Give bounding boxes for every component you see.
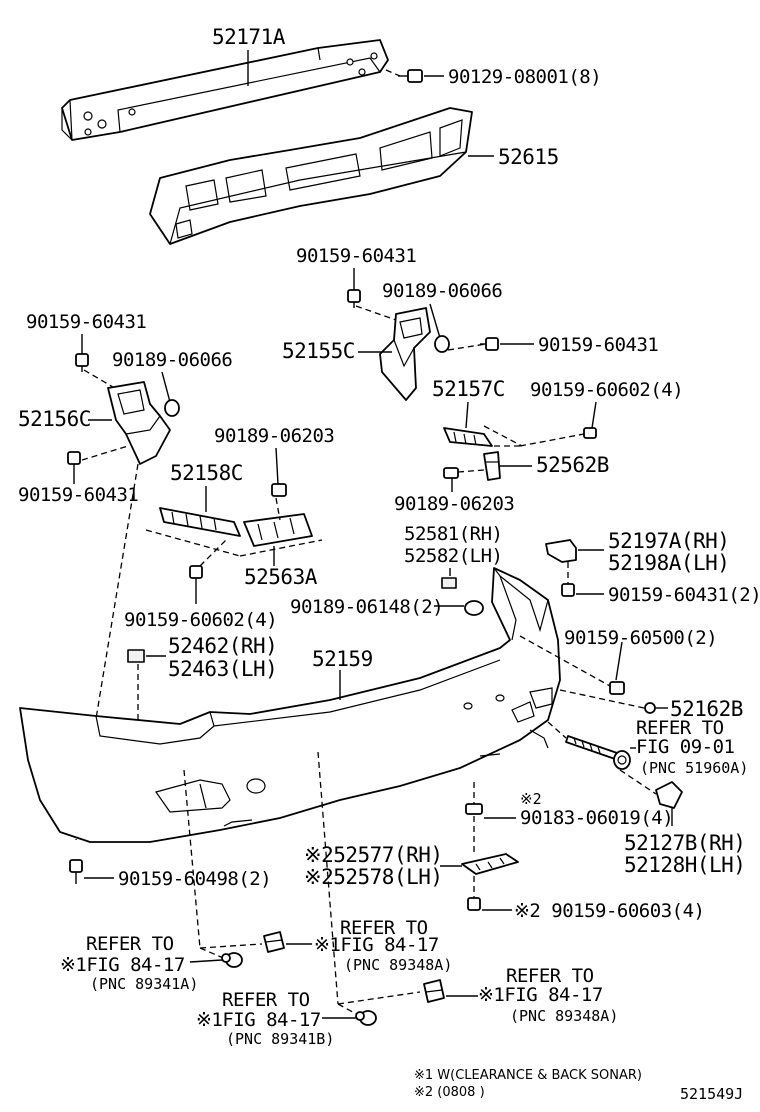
label-52581: 52581(RH) — [404, 523, 502, 545]
label-52577: ※252577(RH) — [304, 843, 443, 867]
label-52155C: 52155C — [282, 339, 355, 363]
ref4-line3: (PNC 89348A) — [510, 1007, 618, 1025]
bolt-90159-60431-left-bottom[interactable] — [67, 451, 81, 472]
ref2-line2[interactable]: ※1FIG 84-17 — [314, 934, 439, 956]
nut-90189-06066-left[interactable] — [164, 399, 180, 417]
bolt-90159-60431-2[interactable] — [561, 583, 575, 597]
label-52562B: 52562B — [536, 453, 609, 477]
ref4-line2[interactable]: ※1FIG 84-17 — [478, 984, 603, 1006]
towing-eye[interactable] — [565, 735, 631, 770]
ref3-line3: (PNC 89341B) — [226, 1030, 334, 1048]
retainer-52562B[interactable] — [483, 451, 501, 481]
label-90129-08001: 90129-08001(8) — [448, 66, 601, 88]
bumper-bracket-52155C[interactable] — [379, 307, 431, 401]
nut-90189-06066-top[interactable] — [434, 335, 450, 353]
ref1-line3: (PNC 89341A) — [90, 975, 198, 993]
bolt-90159-60498[interactable] — [69, 859, 83, 884]
label-52462: 52462(RH) — [168, 634, 277, 658]
label-52578: ※252578(LH) — [304, 865, 443, 889]
nut-90189-06148[interactable] — [464, 600, 484, 616]
ref2-line3: (PNC 89348A) — [344, 956, 452, 974]
bolt-90159-60431-left-top[interactable] — [75, 353, 89, 372]
clip-90189-06203-left[interactable] — [271, 483, 287, 497]
bolt-90159-60431-top[interactable] — [347, 289, 361, 308]
label-52157C: 52157C — [432, 377, 505, 401]
label-90159-60602-right: 90159-60602(4) — [530, 379, 683, 401]
sonar-retainer-center[interactable] — [263, 931, 285, 953]
label-90159-60431-right: 90159-60431 — [538, 334, 658, 356]
label-90189-06066-top: 90189-06066 — [382, 280, 502, 302]
label-52563A: 52563A — [244, 565, 318, 589]
ref3-line2[interactable]: ※1FIG 84-17 — [196, 1009, 321, 1031]
retainer-52563A[interactable] — [243, 513, 313, 547]
mark2-90183: ※2 — [520, 790, 542, 808]
ref4-line1: REFER TO — [506, 965, 594, 987]
label-90159-60603: ※2 90159-60603(4) — [514, 900, 704, 922]
bumper-bracket-52156C[interactable] — [107, 381, 171, 465]
retainer-52158C[interactable] — [159, 507, 241, 537]
label-90159-60602-left: 90159-60602(4) — [124, 609, 277, 631]
label-52198A: 52198A(LH) — [608, 551, 729, 575]
label-90189-06203-upper: 90189-06203 — [214, 425, 334, 447]
label-90189-06066-left: 90189-06066 — [112, 349, 232, 371]
sonar-sensor-left[interactable] — [221, 952, 243, 968]
refer-09-01-line2[interactable]: FIG 09-01 — [636, 736, 735, 758]
label-90189-06148: 90189-06148(2) — [290, 596, 443, 618]
label-52463: 52463(LH) — [168, 657, 277, 681]
label-52171A: 52171A — [212, 25, 286, 49]
clip-90189-06203-right[interactable] — [443, 467, 459, 479]
ref1-line2[interactable]: ※1FIG 84-17 — [60, 954, 185, 976]
label-52158C: 52158C — [170, 461, 243, 485]
label-52162B: 52162B — [670, 697, 743, 721]
bracket-52577[interactable] — [461, 853, 519, 875]
bolt-90159-60431-right[interactable] — [480, 337, 499, 351]
label-90183-06019: 90183-06019(4) — [520, 807, 673, 829]
label-52197A: 52197A(RH) — [608, 529, 729, 553]
label-90159-60500: 90159-60500(2) — [564, 627, 717, 649]
bolt-90159-60603[interactable] — [467, 897, 481, 911]
nut-90183-06019[interactable] — [465, 803, 483, 815]
label-52127B: 52127B(RH) — [624, 831, 745, 855]
pad-52462[interactable] — [127, 649, 145, 663]
label-52159: 52159 — [312, 647, 373, 671]
label-52128H: 52128H(LH) — [624, 853, 745, 877]
sonar-sensor-center[interactable] — [355, 1010, 377, 1026]
label-52582: 52582(LH) — [404, 545, 502, 567]
ref2-line1: REFER TO — [340, 917, 428, 939]
label-52156C: 52156C — [18, 407, 91, 431]
label-90189-06203-lower: 90189-06203 — [394, 493, 514, 515]
plug-52162B[interactable] — [644, 702, 656, 714]
towing-cover-52127B[interactable] — [655, 781, 683, 809]
figure-id: 521549J — [680, 1085, 743, 1103]
bolt-90129-08001[interactable] — [398, 69, 423, 83]
cushion-52581[interactable] — [441, 577, 457, 589]
retainer-52157C[interactable] — [443, 427, 493, 447]
bolt-90159-60500[interactable] — [609, 681, 625, 695]
bumper-cover-52159[interactable] — [19, 567, 561, 843]
bolt-90159-60602-left[interactable] — [189, 565, 203, 586]
footnote-2: ※2 (0808 ) — [414, 1085, 485, 1100]
bolt-90159-60602-right[interactable] — [583, 427, 597, 439]
refer-09-01-line3: (PNC 51960A) — [640, 759, 748, 777]
bumper-reinforcement-52171A[interactable] — [61, 39, 389, 141]
label-90159-60431-top: 90159-60431 — [296, 245, 416, 267]
ref1-line1: REFER TO — [86, 933, 174, 955]
footnote-1: ※1 W(CLEARANCE & BACK SONAR) — [414, 1068, 642, 1083]
label-90159-60431-left-bottom: 90159-60431 — [18, 484, 138, 506]
ref3-line1: REFER TO — [222, 989, 310, 1011]
retainer-52197A[interactable] — [545, 539, 577, 563]
sonar-retainer-right[interactable] — [423, 979, 445, 1003]
label-90159-60431-2: 90159-60431(2) — [608, 584, 760, 606]
refer-09-01-line1: REFER TO — [636, 717, 724, 739]
label-90159-60498: 90159-60498(2) — [118, 868, 271, 890]
label-52615: 52615 — [498, 145, 559, 169]
energy-absorber-52615[interactable] — [149, 107, 473, 245]
label-90159-60431-left-top: 90159-60431 — [26, 311, 146, 333]
